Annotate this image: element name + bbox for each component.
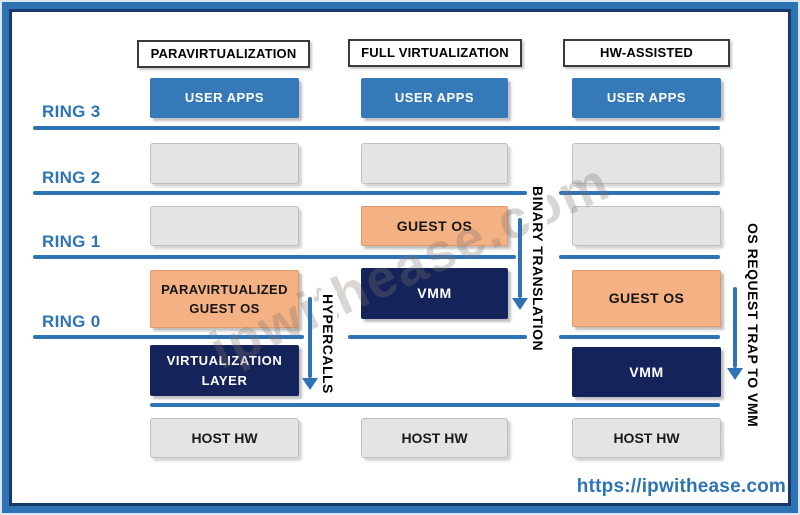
- user-apps-box-paravirtualization: USER APPS: [150, 78, 299, 118]
- empty-ring2-box-full-virtualization: [361, 143, 508, 184]
- vmm-box-hw-assisted: VMM: [572, 347, 721, 397]
- ring1-line-right: [559, 255, 720, 259]
- host-hw-box-full-virtualization: HOST HW: [361, 418, 508, 458]
- hypercalls-down-arrow: [308, 297, 312, 378]
- empty-ring1-box-hw-assisted: [572, 206, 721, 246]
- ring0-line-left: [33, 335, 304, 339]
- empty-ring2-box-paravirtualization: [150, 143, 299, 184]
- paravirtualized-guest-os-line1: PARAVIRTUALIZED: [161, 281, 288, 297]
- user-apps-box-full-virtualization: USER APPS: [361, 78, 508, 118]
- host-hw-box-hw-assisted: HOST HW: [572, 418, 721, 458]
- virtualization-layer-box: VIRTUALIZATION LAYER: [150, 345, 299, 396]
- virtualization-layer-line1: VIRTUALIZATION: [166, 353, 283, 368]
- ring2-line-right: [559, 191, 720, 195]
- column-header-hw-assisted: HW-ASSISTED: [563, 39, 730, 67]
- paravirtualized-guest-os-box: PARAVIRTUALIZED GUEST OS: [150, 270, 299, 328]
- footer-website-link[interactable]: https://ipwithease.com: [576, 476, 786, 497]
- os-request-trap-down-arrow: [733, 287, 737, 368]
- ring0-line-mid: [348, 335, 527, 339]
- empty-ring1-box-paravirtualization: [150, 206, 299, 246]
- os-request-trap-label: OS REQUEST TRAP TO VMM: [744, 220, 762, 431]
- host-hw-line: [150, 403, 720, 407]
- empty-ring2-box-hw-assisted: [572, 143, 721, 184]
- ring1-line-left: [33, 255, 516, 259]
- paravirtualized-guest-os-line2: GUEST OS: [189, 301, 260, 316]
- column-header-full-virtualization: FULL VIRTUALIZATION: [348, 39, 522, 67]
- ring0-label: RING 0: [42, 312, 101, 331]
- ring2-label: RING 2: [42, 168, 101, 187]
- ring3-line: [33, 126, 720, 130]
- user-apps-box-hw-assisted: USER APPS: [572, 78, 721, 118]
- ring2-line-left: [33, 191, 527, 195]
- column-header-paravirtualization: PARAVIRTUALIZATION: [137, 40, 310, 68]
- guest-os-box-full-virtualization: GUEST OS: [361, 206, 508, 246]
- host-hw-box-paravirtualization: HOST HW: [150, 418, 299, 458]
- ring0-line-right: [559, 335, 720, 339]
- vmm-box-full-virtualization: VMM: [361, 268, 508, 319]
- ring1-label: RING 1: [42, 232, 101, 251]
- ring3-label: RING 3: [42, 102, 101, 121]
- binary-translation-down-arrow: [518, 218, 522, 298]
- guest-os-box-hw-assisted: GUEST OS: [572, 270, 721, 327]
- binary-translation-label: BINARY TRANSLATION: [529, 183, 547, 355]
- virtualization-layer-line2: LAYER: [201, 372, 248, 388]
- hypercalls-label: HYPERCALLS: [319, 291, 337, 397]
